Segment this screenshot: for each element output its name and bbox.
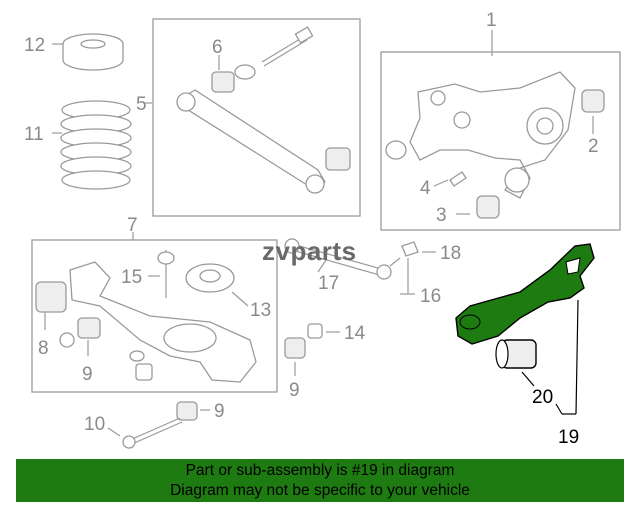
callout-9b: 9 [289, 380, 300, 401]
callout-12: 13 [250, 300, 271, 321]
callout-6: 6 [212, 37, 223, 58]
banner-line-2: Diagram may not be specific to your vehi… [170, 482, 470, 499]
knuckle-drawing [385, 30, 605, 219]
lateral-link-drawing [107, 238, 436, 449]
trailing-arm-highlight [455, 243, 595, 415]
callout-9a: 9 [82, 364, 93, 385]
callout-11: 14 [344, 323, 366, 344]
callout-15: 15 [121, 267, 142, 288]
callout-14: 12 [24, 35, 45, 56]
callout-2: 2 [588, 136, 599, 157]
upper-control-arm-drawing [144, 26, 351, 194]
callout-17: 17 [318, 273, 339, 294]
box-part-7 [31, 239, 278, 393]
callout-7: 7 [127, 215, 138, 236]
coil-spring-drawing [52, 100, 132, 190]
callout-4: 4 [420, 178, 431, 199]
callout-5: 5 [136, 94, 147, 115]
callout-20: 20 [532, 387, 553, 408]
callout-8: 8 [38, 338, 49, 359]
callout-19: 19 [558, 427, 579, 448]
callout-9c: 9 [214, 401, 225, 422]
callout-1: 1 [486, 10, 497, 31]
banner-line-1: Part or sub-assembly is #19 in diagram [185, 462, 455, 479]
callout-10: 10 [84, 414, 105, 435]
callout-3: 3 [436, 205, 447, 226]
watermark-logo: zvparts [262, 236, 357, 266]
lower-control-arm-drawing [35, 232, 257, 383]
box-part-5 [152, 18, 361, 217]
spring-pad-drawing [52, 33, 124, 71]
callout-18: 18 [440, 243, 461, 264]
info-banner: Part or sub-assembly is #19 in diagram D… [16, 459, 624, 502]
callout-16: 16 [420, 286, 441, 307]
box-part-1 [380, 51, 621, 231]
callout-13: 11 [24, 124, 44, 145]
